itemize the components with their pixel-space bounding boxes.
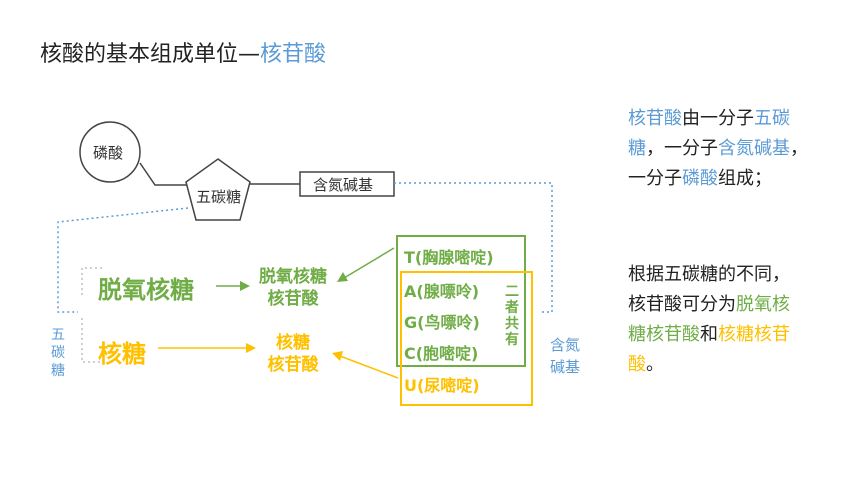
text1-phosphate: 磷酸 <box>682 168 718 189</box>
phosphate-sugar-bond <box>139 162 188 186</box>
classification-text: 根据五碳糖的不同， 核苷酸可分为脱氧核 糖核苷酸和核糖核苷 酸。 <box>628 260 843 380</box>
base-t: T(胸腺嘧啶) <box>404 248 494 267</box>
dna-base-arrow <box>343 247 395 279</box>
text2-deoxy-a: 脱氧核 <box>736 294 790 315</box>
shared-char-1: 二 <box>505 284 519 300</box>
dna-base-arrowhead <box>337 272 348 282</box>
sugar-pentagon <box>185 158 251 221</box>
pentose-side-label: 五 碳 糖 <box>50 326 66 380</box>
rna-base-arrowhead <box>332 351 343 361</box>
dna-bases-box <box>396 235 526 367</box>
ribo-nucleotide-line1: 核糖 <box>276 333 310 353</box>
shared-char-4: 有 <box>505 332 519 348</box>
text2-and: 和 <box>700 324 718 345</box>
page-title: 核酸的基本组成单位—核苷酸 <box>40 36 326 68</box>
text1-pentose-a: 五碳 <box>754 108 790 129</box>
deoxy-arrowhead <box>240 281 250 291</box>
base-label: 含氮碱基 <box>313 176 374 194</box>
ribose-label: 核糖 <box>98 340 146 368</box>
sugar-bracket-top <box>81 267 102 295</box>
sugar-label: 五碳糖 <box>196 188 242 206</box>
shared-bases-label: 二 者 共 有 <box>504 284 520 348</box>
ribo-nucleotide-line2: 核苷酸 <box>267 355 319 375</box>
text2-deoxy-b: 糖核苷酸 <box>628 324 700 345</box>
text2-ribo-b: 酸 <box>628 354 646 375</box>
deoxyribose-label: 脱氧核糖 <box>98 276 194 304</box>
text1-part8: 一分子 <box>628 168 682 189</box>
shared-char-3: 共 <box>505 316 519 332</box>
text1-comma: ， <box>790 138 808 159</box>
rna-bases-box <box>400 271 533 406</box>
text1-end: 组成； <box>718 168 772 189</box>
pentose-char-3: 糖 <box>51 363 65 379</box>
deoxy-nucleotide-label: 脱氧核糖 核苷酸 <box>250 266 336 310</box>
text2-part2: 核苷酸可分为 <box>628 294 736 315</box>
base-side-line1: 含氮 <box>550 336 581 354</box>
phosphate-label: 磷酸 <box>93 144 124 162</box>
text2-period: 。 <box>646 354 664 375</box>
pentose-char-1: 五 <box>51 327 65 343</box>
text1-base: 含氮碱基 <box>718 138 790 159</box>
base-side-line2: 碱基 <box>550 358 581 376</box>
text1-nucleotide: 核苷酸 <box>628 108 682 129</box>
rna-base-arrow <box>339 355 399 379</box>
pentose-char-2: 碳 <box>51 345 65 361</box>
base-a: A(腺嘌呤) <box>404 282 480 301</box>
text2-ribo-a: 核糖核苷 <box>718 324 790 345</box>
composition-text: 核苷酸由一分子五碳 糖，一分子含氮碱基， 一分子磷酸组成； <box>628 104 843 194</box>
pentose-bracket <box>57 207 189 313</box>
deoxy-nucleotide-line2: 核苷酸 <box>267 289 319 309</box>
title-prefix: 核酸的基本组成单位— <box>40 42 261 67</box>
shared-char-2: 者 <box>505 300 519 316</box>
base-u: U(尿嘧啶) <box>404 376 480 395</box>
text1-part2: 由一分子 <box>682 108 754 129</box>
text1-pentose-b: 糖 <box>628 138 646 159</box>
ribo-nucleotide-label: 核糖 核苷酸 <box>250 332 336 376</box>
ribo-arrowhead <box>246 343 256 353</box>
base-c: C(胞嘧啶) <box>404 344 479 363</box>
base-g: G(鸟嘌呤) <box>404 313 480 332</box>
title-accent: 核苷酸 <box>260 42 327 67</box>
text2-line1: 根据五碳糖的不同， <box>628 264 790 285</box>
text1-part5: ，一分子 <box>646 138 718 159</box>
base-side-label: 含氮 碱基 <box>550 334 580 378</box>
deoxy-nucleotide-line1: 脱氧核糖 <box>259 267 327 287</box>
base-rect <box>299 171 395 197</box>
phosphate-circle <box>79 121 141 183</box>
